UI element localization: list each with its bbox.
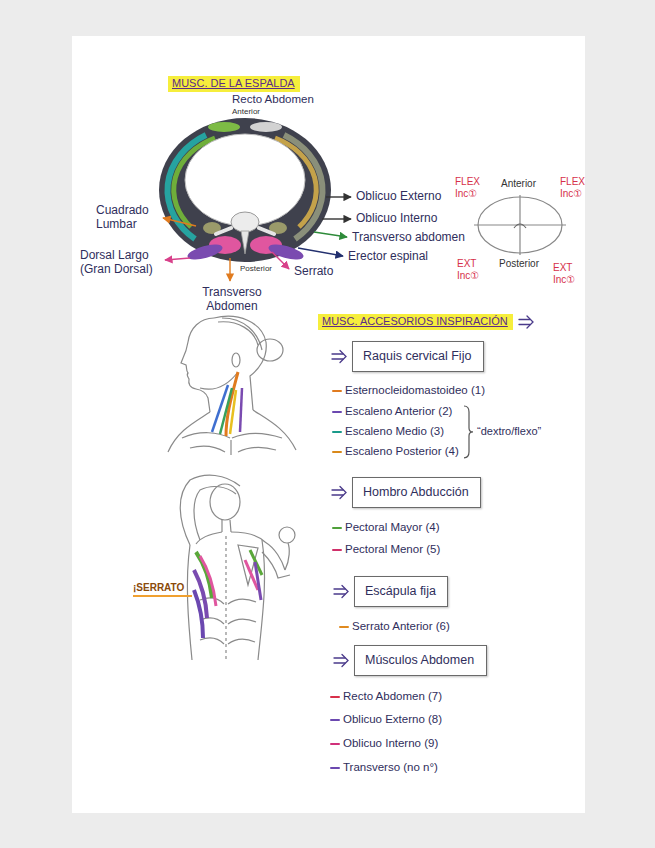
list-dash [331, 767, 339, 769]
node-text: Músculos Abdomen [365, 653, 476, 668]
section-heading: MUSC. ACCESORIOS INSPIRACIÓN [318, 314, 513, 330]
back-illustration [133, 475, 295, 660]
list-dash [333, 390, 341, 392]
list-item: Recto Abdomen (7) [343, 690, 442, 704]
muscle-label: Serrato [294, 264, 333, 278]
node-text: Escápula fija [365, 584, 437, 599]
orientation-label: Posterior [240, 264, 272, 274]
movement-note: EXT Inc① [553, 262, 587, 286]
movement-note: EXT Inc① [457, 258, 491, 282]
bracket-note: “dextro/flexo” [477, 425, 541, 438]
double-arrow [332, 487, 346, 499]
double-arrow [334, 586, 348, 598]
list-item: Escaleno Anterior (2) [345, 405, 452, 419]
condition-box: Hombro Abducción [352, 477, 481, 508]
muscle-label: Dorsal Largo (Gran Dorsal) [80, 248, 160, 277]
muscle-label: Recto Abdomen [232, 93, 314, 107]
condition-box: Raquis cervical Fijo [352, 341, 484, 372]
figure-callout: ¡SERRATO [133, 582, 184, 594]
neck-illustration [168, 316, 296, 455]
movement-note: FLEX Inc① [560, 176, 596, 200]
section-heading: MUSC. DE LA ESPALDA [168, 76, 300, 92]
list-dash [340, 626, 348, 628]
paper-sheet [72, 36, 585, 813]
muscle-label: Cuadrado Lumbar [96, 203, 158, 232]
condition-box: Músculos Abdomen [354, 645, 487, 676]
list-item: Esternocleidomastoideo (1) [345, 384, 485, 398]
list-item: Escaleno Posterior (4) [345, 445, 459, 459]
node-text: Hombro Abducción [363, 485, 470, 500]
muscle-label: Transverso abdomen [352, 230, 465, 244]
curly-bracket [464, 406, 473, 458]
double-arrow [519, 316, 533, 328]
trunk-cross-section [159, 118, 331, 262]
list-dash [333, 431, 341, 433]
double-arrow [334, 655, 348, 667]
leader-lines [163, 197, 351, 281]
list-item: Oblicuo Interno (9) [343, 737, 438, 751]
list-item: Oblicuo Externo (8) [343, 713, 442, 727]
muscle-label: Oblicuo Externo [356, 189, 441, 203]
list-dash [331, 696, 339, 698]
list-item: Pectoral Mayor (4) [345, 521, 440, 535]
list-dash [331, 743, 339, 745]
list-dash [333, 451, 341, 453]
orientation-label: Anterior [232, 107, 260, 117]
list-item: Serrato Anterior (6) [352, 620, 450, 634]
muscle-label: Erector espinal [348, 249, 428, 263]
list-dash [333, 411, 341, 413]
condition-box: Escápula fija [354, 576, 448, 607]
orientation-label: Anterior [501, 178, 536, 190]
orientation-sketch [474, 195, 566, 255]
muscle-label: Transverso Abdomen [200, 285, 264, 314]
node-text: MUSC. DE LA ESPALDA [172, 77, 296, 90]
list-item: Escaleno Medio (3) [345, 425, 444, 439]
list-dash [333, 527, 341, 529]
list-item: Pectoral Menor (5) [345, 543, 440, 557]
muscle-label: Oblicuo Interno [356, 211, 437, 225]
list-dash [333, 549, 341, 551]
node-text: MUSC. ACCESORIOS INSPIRACIÓN [322, 315, 509, 328]
list-dash [331, 719, 339, 721]
orientation-label: Posterior [499, 258, 539, 270]
node-text: Raquis cervical Fijo [363, 349, 473, 364]
movement-note: FLEX Inc① [455, 176, 491, 200]
double-arrow [332, 351, 346, 363]
list-item: Transverso (no n°) [343, 761, 438, 775]
